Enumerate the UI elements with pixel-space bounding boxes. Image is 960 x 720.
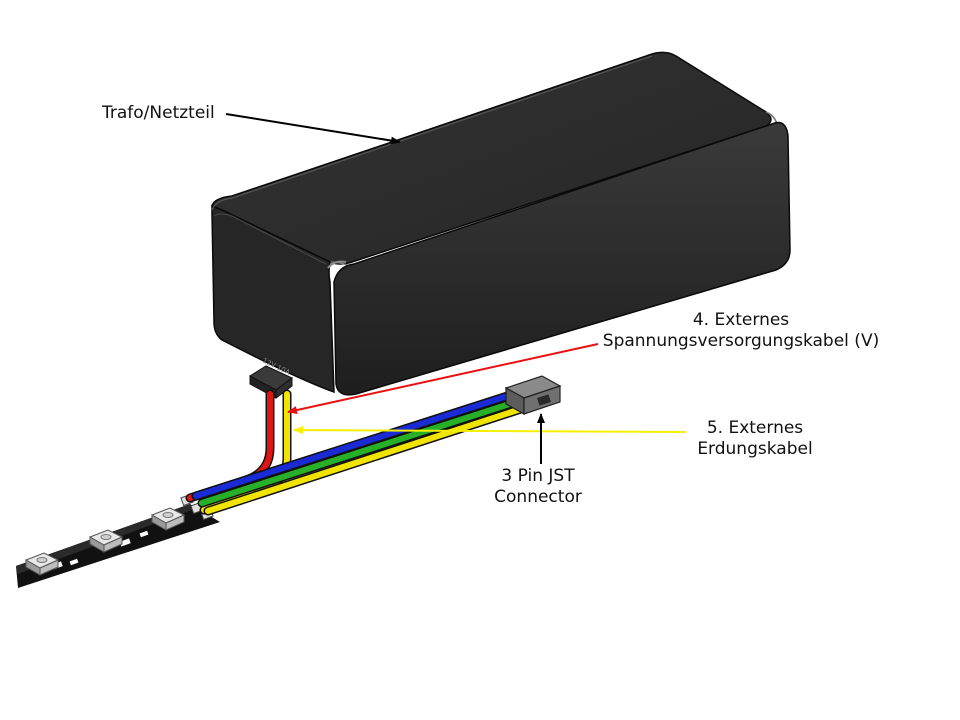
led-chip xyxy=(24,552,60,576)
ext-ground-label-line1: 5. Externes xyxy=(706,418,804,438)
transformer-label: Trafo/Netzteil xyxy=(102,103,215,123)
ext-power-label-line2: Spannungsversorgungskabel (V) xyxy=(602,331,880,351)
jst-wires xyxy=(191,387,529,516)
ext-power-label-line1: 4. Externes xyxy=(692,310,790,330)
transformer-leader xyxy=(225,113,401,145)
jst-connector xyxy=(504,375,562,416)
connector-label-line2: Connector xyxy=(494,487,582,507)
led-chip xyxy=(150,507,186,531)
callout-lines xyxy=(225,113,687,464)
power-supply-box: 12V 10A xyxy=(211,51,791,396)
ext-power-leader xyxy=(287,343,599,414)
connector-label: 3 Pin JST Connector xyxy=(476,466,600,508)
ext-ground-leader xyxy=(293,426,687,435)
led-strip xyxy=(16,493,220,588)
ext-ground-label-line2: Erdungskabel xyxy=(697,439,813,459)
ext-ground-label: 5. Externes Erdungskabel xyxy=(680,418,830,460)
led-chip xyxy=(88,529,124,553)
connector-label-line1: 3 Pin JST xyxy=(501,466,575,486)
ext-power-label: 4. Externes Spannungsversorgungskabel (V… xyxy=(596,310,886,352)
